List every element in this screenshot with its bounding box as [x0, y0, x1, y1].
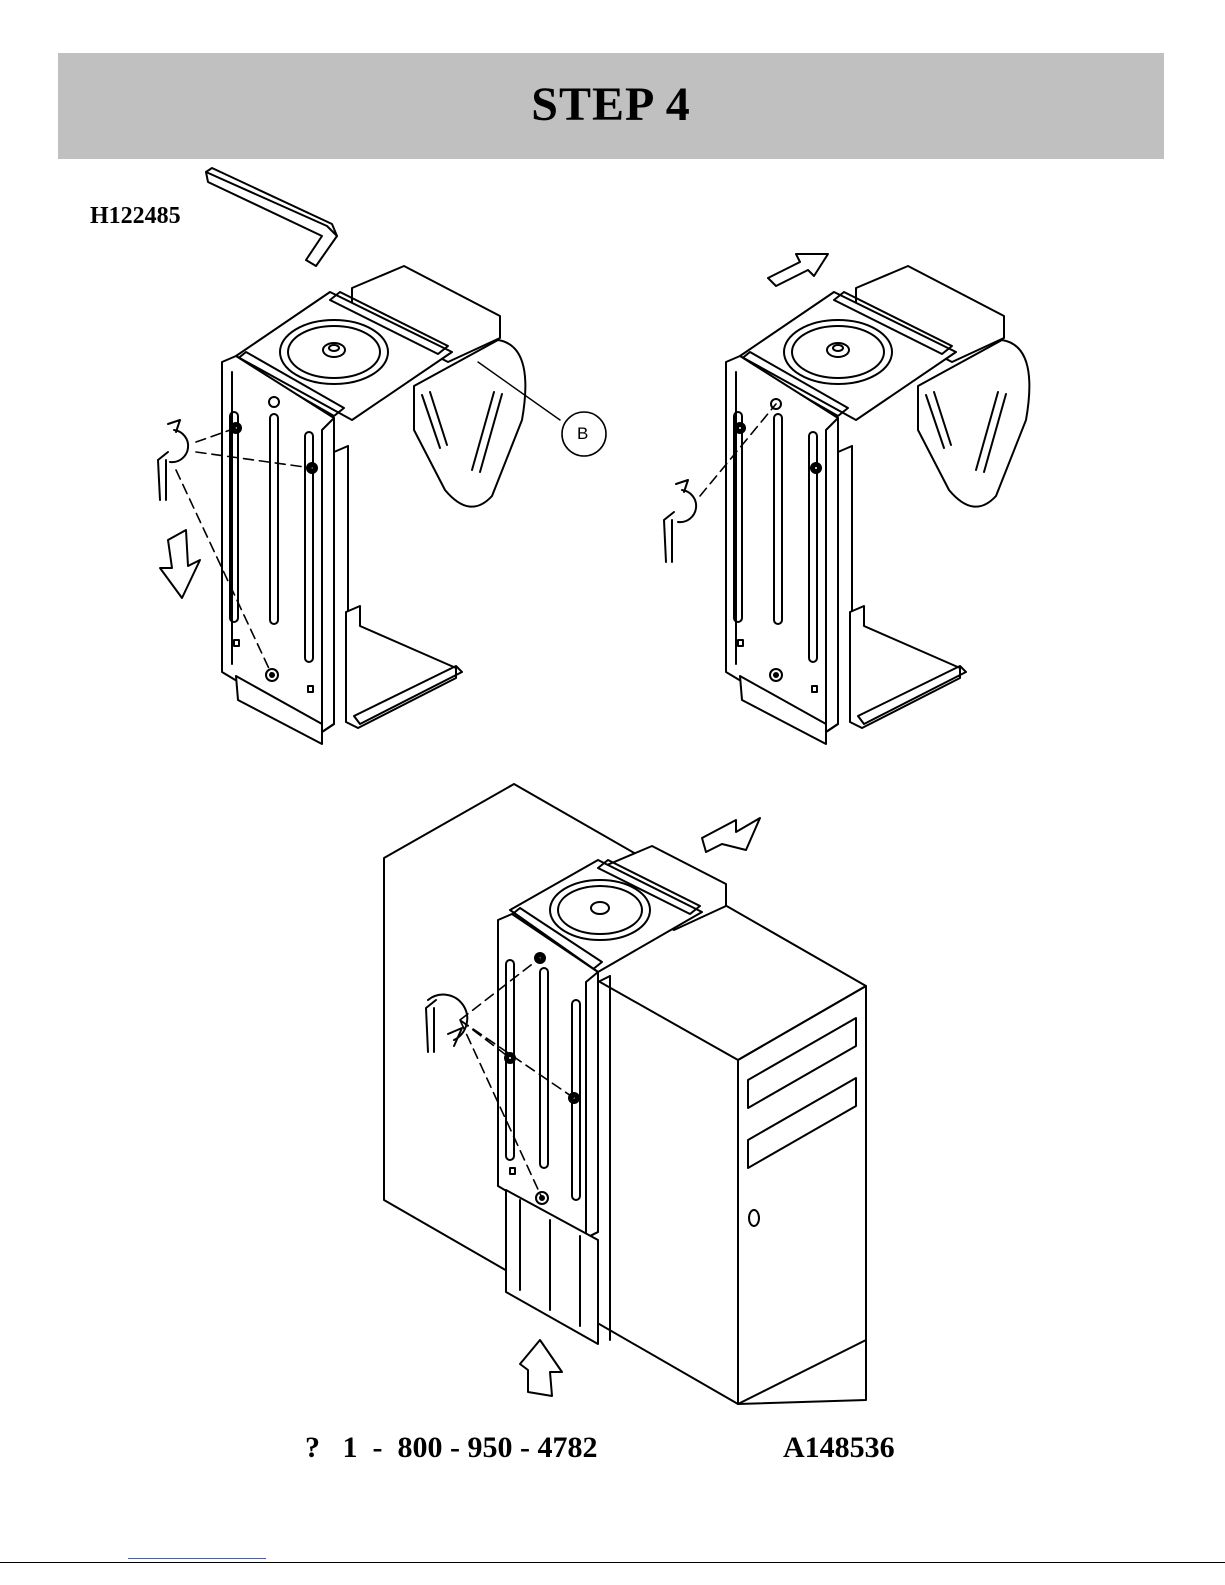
- page-bottom-link-underline: [128, 1558, 266, 1559]
- cpu-holder-left: [158, 266, 606, 744]
- document-code: A148536: [783, 1431, 895, 1465]
- bracket-callout-label: B: [577, 424, 588, 444]
- allen-key-icon: [206, 168, 337, 266]
- arrow-down-icon: [160, 530, 200, 598]
- support-phone: ? 1 - 800 - 950 - 4782: [305, 1431, 597, 1465]
- cpu-holder-mounted: [384, 784, 866, 1404]
- arrow-down-left-icon: [702, 818, 760, 852]
- cpu-holder-right: [664, 254, 1029, 744]
- rotate-icon: [678, 490, 696, 522]
- arrow-up-icon: [520, 1340, 562, 1396]
- page-bottom-rule: [0, 1562, 1225, 1563]
- rotate-icon: [170, 430, 188, 462]
- arrow-up-right-icon: [768, 254, 828, 286]
